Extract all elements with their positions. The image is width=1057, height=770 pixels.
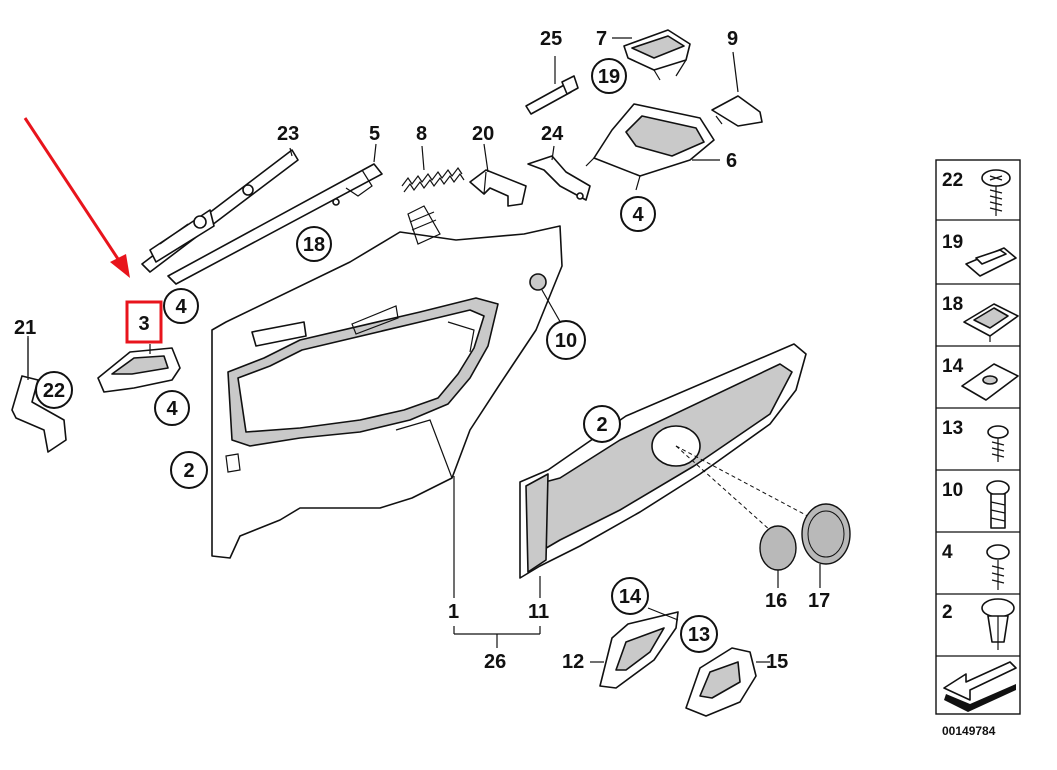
- callout-10-circle: [546, 320, 586, 360]
- callout-4b-circle: [154, 390, 190, 426]
- part-5-strip: [167, 163, 383, 285]
- part-6-bracket: [585, 103, 715, 191]
- callout-3: 3: [138, 313, 149, 335]
- callout-12: 12: [562, 651, 584, 673]
- part-15-bezel: [685, 647, 757, 717]
- callout-4c: 4: [632, 204, 644, 226]
- part-7-bracket: [623, 29, 691, 81]
- callout-17: 17: [808, 590, 830, 612]
- callout-4a-circle: [163, 288, 199, 324]
- bracket-clip-icon: [963, 303, 1019, 342]
- callout-16: 16: [765, 590, 787, 612]
- part-20-bracket: [469, 169, 527, 207]
- part-24-hinge: [527, 155, 591, 201]
- clip-nut-icon: [965, 247, 1017, 277]
- fastener-sidebar: 22 19 18 14 13 1: [935, 159, 1021, 738]
- callout-23: 23: [277, 123, 299, 145]
- callout-18-circle: [296, 226, 332, 262]
- bolt-icon: [986, 480, 1010, 529]
- sidebar-label-4: 4: [942, 542, 953, 563]
- callout-5: 5: [369, 123, 380, 145]
- callout-2a: 2: [183, 460, 194, 482]
- screw-icon: [987, 425, 1009, 462]
- part-16-grille: [759, 525, 797, 571]
- callout-6: 6: [726, 150, 737, 172]
- callout-24: 24: [541, 123, 564, 145]
- callout-4c-circle: [620, 196, 656, 232]
- sidebar-label-14: 14: [942, 356, 964, 377]
- highlighted-callout-3: 3: [125, 300, 163, 344]
- arrow-graphic-icon: [943, 661, 1017, 712]
- callout-2b-circle: [583, 405, 621, 443]
- leader-lines: [27, 37, 821, 663]
- part-8-spring: [401, 166, 465, 193]
- sidebar-label-10: 10: [942, 480, 963, 501]
- callout-9: 9: [727, 28, 738, 50]
- callout-26: 26: [484, 651, 506, 673]
- callout-14: 14: [619, 586, 642, 608]
- callout-25: 25: [540, 28, 562, 50]
- screw-icon: [981, 169, 1011, 216]
- part-23-rail: [141, 149, 299, 273]
- callout-13-circle: [680, 615, 718, 653]
- speed-nut-icon: [961, 363, 1019, 401]
- callout-1: 1: [448, 601, 459, 623]
- reference-number: 00149784: [942, 724, 996, 738]
- part-1-side-panel: [211, 205, 563, 559]
- part-25-pin: [525, 75, 579, 115]
- callout-20: 20: [472, 123, 494, 145]
- callout-7: 7: [596, 28, 607, 50]
- callout-4b: 4: [166, 398, 178, 420]
- sidebar-label-2: 2: [942, 602, 953, 623]
- part-12-handle: [599, 611, 679, 689]
- callout-18: 18: [303, 234, 325, 256]
- callout-14-circle: [611, 577, 649, 615]
- part-17-grille: [801, 503, 851, 565]
- callout-10: 10: [555, 330, 577, 352]
- callout-11: 11: [528, 601, 549, 623]
- sidebar-label-13: 13: [942, 418, 963, 439]
- callout-22-circle: [35, 371, 73, 409]
- callout-8: 8: [416, 123, 427, 145]
- sidebar-label-19: 19: [942, 232, 963, 253]
- part-9-cover: [711, 95, 763, 127]
- callout-15: 15: [766, 651, 788, 673]
- callout-13: 13: [688, 624, 710, 646]
- callout-2b: 2: [596, 414, 607, 436]
- part-3-handle: [97, 347, 181, 393]
- callout-19: 19: [598, 66, 620, 88]
- sidebar-label-22: 22: [942, 170, 963, 191]
- callout-2a-circle: [170, 451, 208, 489]
- highlight-arrow: [23, 117, 130, 278]
- expanding-rivet-icon: [981, 598, 1015, 650]
- callout-22: 22: [43, 380, 65, 402]
- callout-4a: 4: [175, 296, 187, 318]
- callout-21: 21: [14, 317, 36, 339]
- callouts: 25 7 9 23 5 8 20 24 6 21 1 11 26 12 15 1…: [14, 28, 830, 673]
- callout-19-circle: [591, 58, 627, 94]
- screw-icon: [986, 544, 1010, 590]
- sidebar-label-18: 18: [942, 294, 963, 315]
- circled-callouts: 19 4 18 4 10 22 4 2 2 14 13: [35, 58, 718, 653]
